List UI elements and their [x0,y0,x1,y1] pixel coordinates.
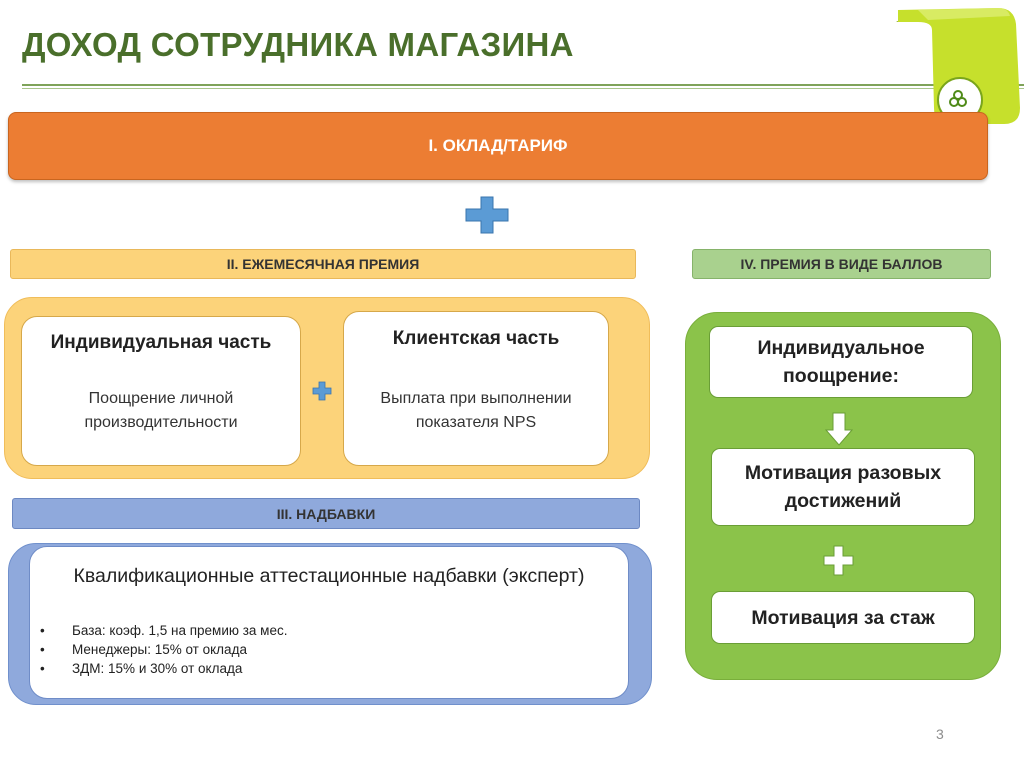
page-number: 3 [936,726,944,742]
bullet: • [40,661,45,676]
bullet: • [40,642,45,657]
arrow-down-icon [825,412,853,446]
one-time-motivation-label: Мотивация разовых достижений [744,462,942,512]
title-divider-thin [22,88,1024,89]
plus-icon [465,196,509,234]
client-part-card: Клиентская часть Выплата при выполнении … [343,311,609,466]
individual-part-card: Индивидуальная часть Поощрение личной пр… [21,316,301,466]
list-item: •Менеджеры: 15% от оклада [40,642,247,657]
points-bonus-banner: IV. ПРЕМИЯ В ВИДЕ БАЛЛОВ [692,249,991,279]
qualification-card: Квалификационные аттестационные надбавки… [29,546,629,699]
salary-banner: I. ОКЛАД/ТАРИФ [8,112,988,180]
ribbon-logo [888,0,1024,130]
allowances-banner: III. НАДБАВКИ [12,498,640,529]
qualification-list: •База: коэф. 1,5 на премию за мес. •Мене… [40,621,287,678]
plus-icon [823,545,854,576]
salary-label: I. ОКЛАД/ТАРИФ [428,136,568,155]
tenure-motivation-label: Мотивация за стаж [751,606,935,629]
list-item: •База: коэф. 1,5 на премию за мес. [40,623,288,638]
individual-reward-card: Индивидуальное поощрение: [709,326,973,398]
bullet: • [40,623,45,638]
qualification-title: Квалификационные аттестационные надбавки… [73,565,585,587]
one-time-motivation-card: Мотивация разовых достижений [711,448,975,526]
allowances-label: III. НАДБАВКИ [276,505,376,522]
monthly-bonus-banner: II. ЕЖЕМЕСЯЧНАЯ ПРЕМИЯ [10,249,636,279]
individual-part-description: Поощрение личной производительности [84,390,238,431]
client-part-title: Клиентская часть [392,328,560,349]
client-part-description: Выплата при выполнении показателя NPS [380,390,572,431]
monthly-bonus-label: II. ЕЖЕМЕСЯЧНАЯ ПРЕМИЯ [226,256,420,272]
points-bonus-label: IV. ПРЕМИЯ В ВИДЕ БАЛЛОВ [740,256,943,272]
page-title: ДОХОД СОТРУДНИКА МАГАЗИНА [22,26,574,63]
list-item: •ЗДМ: 15% и 30% от оклада [40,661,243,676]
tenure-motivation-card: Мотивация за стаж [711,591,975,644]
individual-reward-label: Индивидуальное поощрение: [757,337,925,387]
individual-part-title: Индивидуальная часть [50,332,272,353]
title-divider [22,84,1024,86]
plus-icon [312,381,332,401]
